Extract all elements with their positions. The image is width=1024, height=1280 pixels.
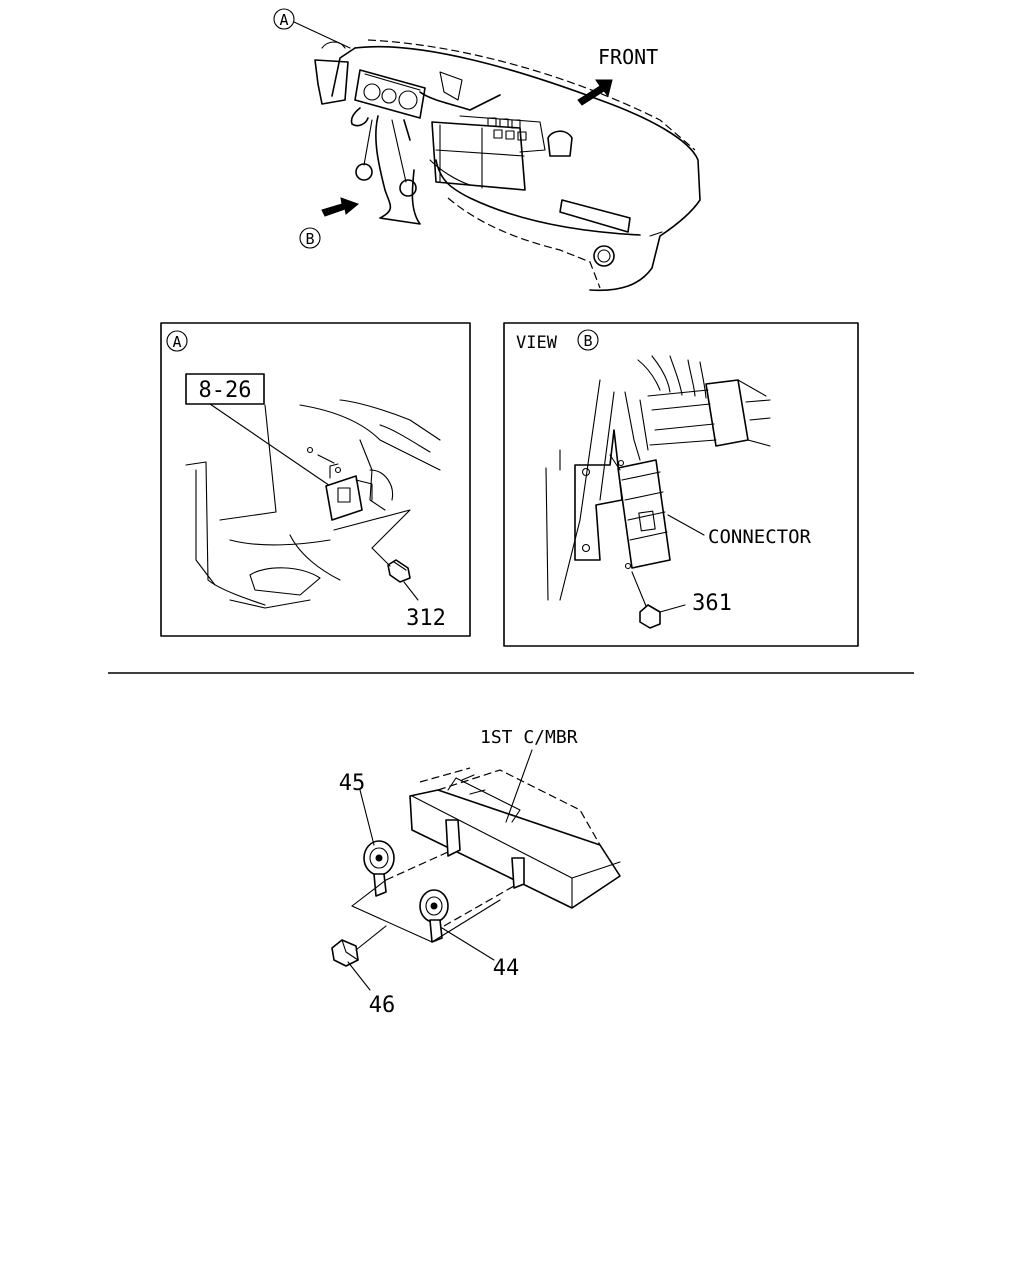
panel-a-part-number: 312 [406,606,446,631]
panel-b-view-label: VIEW [516,333,558,353]
part-number-45: 45 [339,771,366,796]
panel-a-callout: A [172,333,181,351]
callout-b-overview: B [299,227,321,249]
panel-b-callout: B [583,332,592,350]
front-label: FRONT [598,45,658,69]
panel-a: A 8-26 312 [160,322,471,637]
horn-45-icon [363,840,395,897]
panel-b-part-number: 361 [692,591,732,616]
horn-assembly: 1ST C/MBR [331,727,621,1018]
callout-a-overview: A [273,8,351,49]
panel-b: VIEW B [503,322,859,647]
dashboard-overview [314,39,701,292]
bolt-46-icon [331,939,359,967]
connector-label: CONNECTOR [708,526,812,548]
horn-44-icon [419,889,449,943]
panel-a-ref-box: 8-26 [199,378,252,403]
member-label: 1ST C/MBR [480,727,578,748]
view-b-arrow-icon [321,197,359,217]
part-number-46: 46 [369,993,396,1018]
front-arrow-icon [577,79,613,106]
part-number-44: 44 [493,956,520,981]
svg-text:B: B [305,230,314,248]
svg-text:A: A [279,11,288,29]
